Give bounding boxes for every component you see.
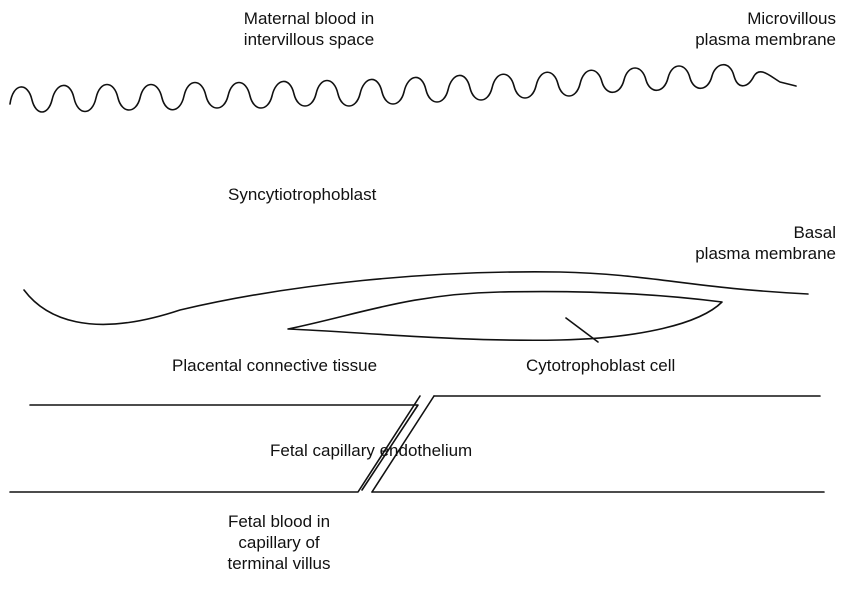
cytotrophoblast-cell-label: Cytotrophoblast cell bbox=[526, 355, 675, 376]
basal-label-line-2: plasma membrane bbox=[660, 243, 836, 264]
maternal-blood-label-line-2: intervillous space bbox=[224, 29, 394, 50]
microvillous-membrane-wave bbox=[10, 65, 796, 112]
microvillous-membrane-label: Microvillous plasma membrane bbox=[660, 8, 836, 50]
maternal-blood-label: Maternal blood in intervillous space bbox=[224, 8, 394, 50]
fetal-blood-label-line-3: terminal villus bbox=[206, 553, 352, 574]
fetal-blood-label-line-1: Fetal blood in bbox=[206, 511, 352, 532]
syncytiotrophoblast-label: Syncytiotrophoblast bbox=[228, 184, 376, 205]
basal-membrane-label: Basal plasma membrane bbox=[660, 222, 836, 264]
basal-label-line-1: Basal bbox=[660, 222, 836, 243]
fetal-blood-label: Fetal blood in capillary of terminal vil… bbox=[206, 511, 352, 574]
microvillous-label-line-2: plasma membrane bbox=[660, 29, 836, 50]
fetal-blood-label-line-2: capillary of bbox=[206, 532, 352, 553]
microvillous-label-line-1: Microvillous bbox=[660, 8, 836, 29]
cytotrophoblast-cell-outline bbox=[288, 291, 722, 340]
maternal-blood-label-line-1: Maternal blood in bbox=[224, 8, 394, 29]
fetal-capillary-endothelium-label: Fetal capillary endothelium bbox=[270, 440, 472, 461]
placental-connective-tissue-label: Placental connective tissue bbox=[172, 355, 377, 376]
